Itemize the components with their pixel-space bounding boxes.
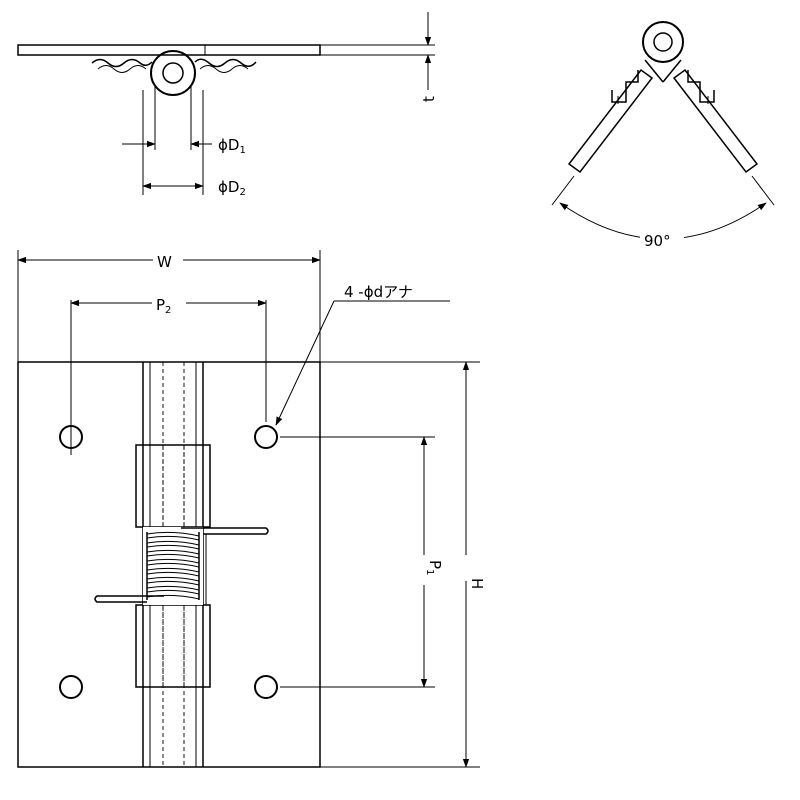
front-view: W P2 4 -ϕdアナ H P1 (17, 250, 486, 768)
top-view-pin (162, 62, 184, 84)
mount-hole-bottom-left (59, 675, 83, 699)
label-h: H (468, 578, 486, 589)
mount-hole-bottom-right (254, 675, 278, 699)
knuckle-segment-lower (135, 604, 211, 688)
mount-hole-top-right (254, 425, 278, 449)
label-t: t (420, 96, 438, 102)
angle-view-leaf-left (567, 68, 654, 174)
spring-wave-left (91, 58, 153, 68)
front-view-plate (17, 361, 321, 768)
knuckle-segment-upper (135, 444, 211, 528)
top-view-knuckle-outer (150, 50, 196, 96)
spring-arm-lower (94, 595, 164, 603)
torsion-spring-coil (146, 531, 200, 600)
label-phi-d2: ϕD2 (218, 178, 246, 198)
spring-step-right (687, 70, 715, 103)
label-hole-note: 4 -ϕdアナ (344, 283, 413, 301)
top-view-leaf (17, 44, 321, 56)
label-p2: P2 (156, 296, 171, 316)
hole-note-leader (275, 300, 335, 426)
spring-arm-upper (181, 527, 269, 535)
label-w: W (157, 253, 172, 271)
spring-step-left (611, 70, 639, 103)
angle-view: 90° (551, 21, 775, 250)
angle-view-leaf-right (672, 68, 759, 174)
label-p1: P1 (424, 560, 444, 575)
angle-view-knuckle (642, 21, 684, 63)
label-phi-d1: ϕD1 (218, 136, 246, 156)
spring-wave-right (194, 58, 257, 68)
label-angle: 90° (644, 232, 671, 250)
top-view: ϕD1 ϕD2 t (17, 12, 438, 198)
